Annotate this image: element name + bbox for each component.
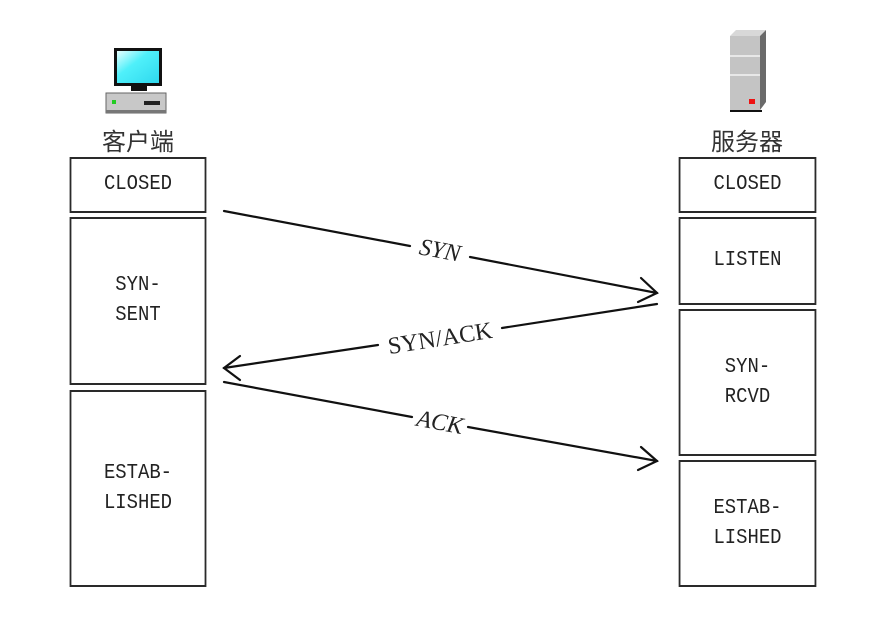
state-label: SYN- RCVD	[724, 355, 771, 409]
message-label-synack: SYN/ACK	[386, 318, 495, 360]
syn-arrow-line	[222, 209, 659, 295]
synack-arrow-line	[222, 302, 659, 370]
client-label: 客户端	[102, 128, 174, 156]
message-label-ack: ACK	[413, 406, 468, 441]
client-state-established: ESTAB- LISHED	[69, 390, 207, 587]
message-label-syn: SYN	[417, 234, 464, 267]
state-label: CLOSED	[103, 173, 173, 196]
client-state-closed: CLOSED	[69, 157, 207, 213]
ack-arrow-line	[222, 380, 659, 463]
state-label: ESTAB- LISHED	[713, 496, 782, 550]
desktop-computer-icon	[105, 48, 167, 114]
server-state-syn-rcvd: SYN- RCVD	[678, 309, 817, 456]
synack-arrowhead	[222, 354, 242, 382]
server-tower-icon	[730, 30, 766, 112]
server-state-listen: LISTEN	[678, 217, 817, 305]
client-state-syn-sent: SYN- SENT	[69, 217, 207, 385]
server-state-established: ESTAB- LISHED	[678, 460, 817, 587]
server-label: 服务器	[711, 128, 783, 156]
server-state-closed: CLOSED	[678, 157, 817, 213]
state-label: SYN- SENT	[115, 274, 161, 327]
syn-arrowhead	[636, 276, 659, 304]
ack-arrowhead	[636, 445, 659, 472]
state-label: CLOSED	[713, 173, 782, 196]
state-label: LISTEN	[713, 249, 782, 272]
state-label: ESTAB- LISHED	[103, 461, 173, 515]
